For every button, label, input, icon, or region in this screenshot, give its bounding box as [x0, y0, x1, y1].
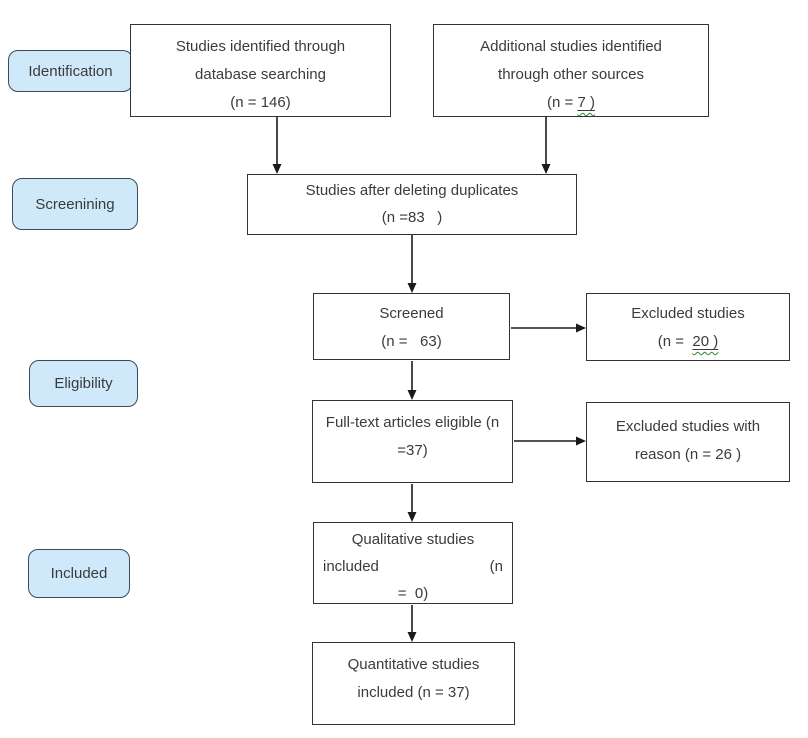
arrow-fulltext-to-qualitative — [407, 484, 417, 522]
arrow-qualitative-to-quantitative — [407, 605, 417, 642]
box-excluded-studies-with-reason: Excluded studies with reason (n = 26 ) — [586, 402, 790, 482]
box-line: Additional studies identified — [480, 38, 662, 55]
box-qualitative-studies-included: Qualitative studies included (n = 0) — [313, 522, 513, 604]
stage-label-eligibility: Eligibility — [29, 360, 138, 407]
box-studies-identified-database: Studies identified through database sear… — [130, 24, 391, 117]
stage-label-eligibility-text: Eligibility — [54, 375, 113, 392]
box-line: = 0) — [397, 585, 429, 602]
box-line-right: (n — [489, 558, 503, 575]
box-studies-after-deleting-duplicates: Studies after deleting duplicates (n =83… — [247, 174, 577, 235]
box-line: included (n — [314, 553, 512, 580]
stage-label-included-text: Included — [50, 565, 108, 582]
box-line: Excluded studies — [631, 305, 745, 322]
arrow-duplicates-to-screened — [407, 235, 417, 293]
box-line: (n =83 ) — [381, 209, 443, 226]
spellcheck-squiggle: 7 ) — [577, 94, 595, 111]
stage-label-screening-text: Screenining — [35, 195, 115, 213]
box-quantitative-studies-included: Quantitative studies included (n = 37) — [312, 642, 515, 725]
n-prefix: (n = — [657, 333, 693, 350]
underlined-count: 7 ) — [577, 94, 595, 111]
arrow-screened-to-excluded — [511, 323, 586, 333]
stage-label-included: Included — [28, 549, 130, 598]
box-line: Quantitative studies — [347, 656, 480, 673]
box-line: included (n = 37) — [357, 684, 470, 701]
arrow-screened-to-fulltext — [407, 361, 417, 400]
box-line: (n = 63) — [381, 333, 442, 350]
box-fulltext-articles-eligible: Full-text articles eligible (n =37) — [312, 400, 513, 483]
box-line: Studies identified through — [175, 38, 346, 55]
arrow-other-sources-to-duplicates — [541, 117, 551, 174]
n-prefix: (n = — [547, 94, 578, 111]
arrow-fulltext-to-excluded-reason — [514, 436, 586, 446]
box-line: Studies after deleting duplicates — [305, 182, 519, 199]
arrow-database-to-duplicates — [272, 117, 282, 174]
box-line: (n = 7 ) — [434, 89, 708, 116]
stage-label-identification: Identification — [8, 50, 133, 92]
box-line: (n = 146) — [230, 94, 291, 111]
box-line: =37) — [397, 442, 428, 459]
box-line-left: included — [323, 558, 379, 575]
box-line: Screened — [379, 305, 444, 322]
box-line: database searching — [195, 66, 326, 83]
box-excluded-studies: Excluded studies (n = 20 ) — [586, 293, 790, 361]
box-screened: Screened (n = 63) — [313, 293, 510, 360]
spellcheck-squiggle: 20 ) — [692, 333, 719, 350]
stage-label-identification-text: Identification — [28, 62, 113, 80]
box-line: Excluded studies with — [615, 418, 761, 435]
stage-label-screening: Screenining — [12, 178, 138, 230]
box-line: reason (n = 26 ) — [634, 446, 742, 463]
box-additional-studies-other-sources: Additional studies identified through ot… — [433, 24, 709, 117]
box-line: Qualitative studies — [351, 531, 475, 548]
underlined-count: 20 ) — [692, 333, 718, 350]
box-line: Full-text articles eligible (n — [325, 414, 500, 431]
box-line: through other sources — [498, 66, 644, 83]
box-line: (n = 20 ) — [587, 328, 789, 356]
